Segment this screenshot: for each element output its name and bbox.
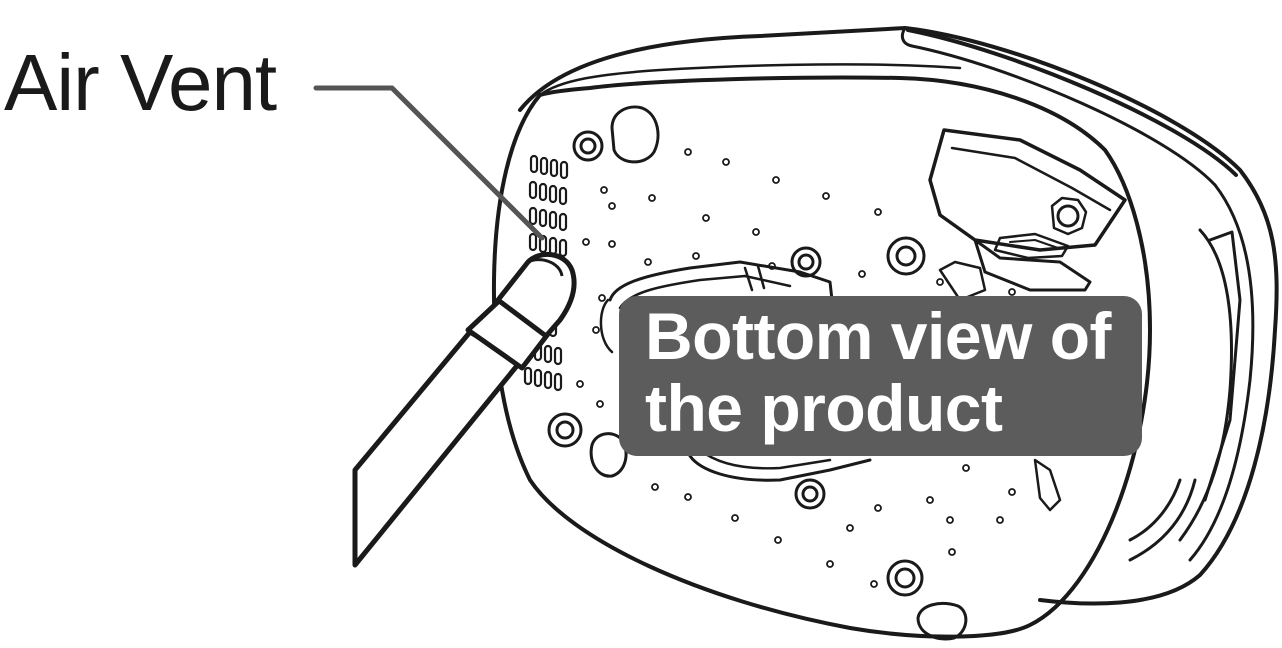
latch-cover-inner <box>950 146 1112 212</box>
rubber-feet <box>547 130 926 597</box>
side-rim-1 <box>1188 183 1255 562</box>
latch-screw-hex <box>1050 196 1088 236</box>
product-view-label-box: Bottom view of the product <box>619 296 1142 456</box>
recess-left-lip <box>599 298 614 354</box>
latch-button-inner <box>1009 239 1059 249</box>
latch-screw <box>1056 204 1080 228</box>
latch-bracket <box>938 260 987 302</box>
latch-tab <box>1033 458 1062 512</box>
bottom-plate-bevel <box>538 63 962 97</box>
latch-mechanism <box>973 238 1092 292</box>
tool-tip <box>495 252 577 339</box>
ventilation-holes <box>576 148 1016 588</box>
recess-clip <box>743 264 766 292</box>
bottom-plate-outline <box>491 75 1152 639</box>
cleaning-tool <box>352 252 577 568</box>
latch-button <box>993 232 1070 260</box>
top-handle-inner <box>910 44 1217 187</box>
pad-top-left <box>610 105 660 164</box>
side-rim-3 <box>1203 230 1242 502</box>
product-view-label-line-2: the product <box>645 371 1003 445</box>
pad-bottom-right <box>916 602 968 641</box>
air-vent-callout-label: Air Vent <box>4 38 277 127</box>
product-view-label-line-1: Bottom view of <box>645 299 1112 373</box>
pad-bottom-left <box>589 432 628 478</box>
side-rim-5 <box>1128 478 1182 542</box>
side-rim-4 <box>1128 478 1197 562</box>
top-handle-outer <box>906 28 1238 177</box>
rear-shell <box>518 26 1279 606</box>
center-recess <box>608 260 834 302</box>
top-handle-end <box>900 26 914 48</box>
tool-rod <box>352 329 523 568</box>
tool-tip-edge <box>527 258 564 277</box>
air-vent-leader-line <box>313 85 545 241</box>
center-recess-lower <box>688 454 872 482</box>
